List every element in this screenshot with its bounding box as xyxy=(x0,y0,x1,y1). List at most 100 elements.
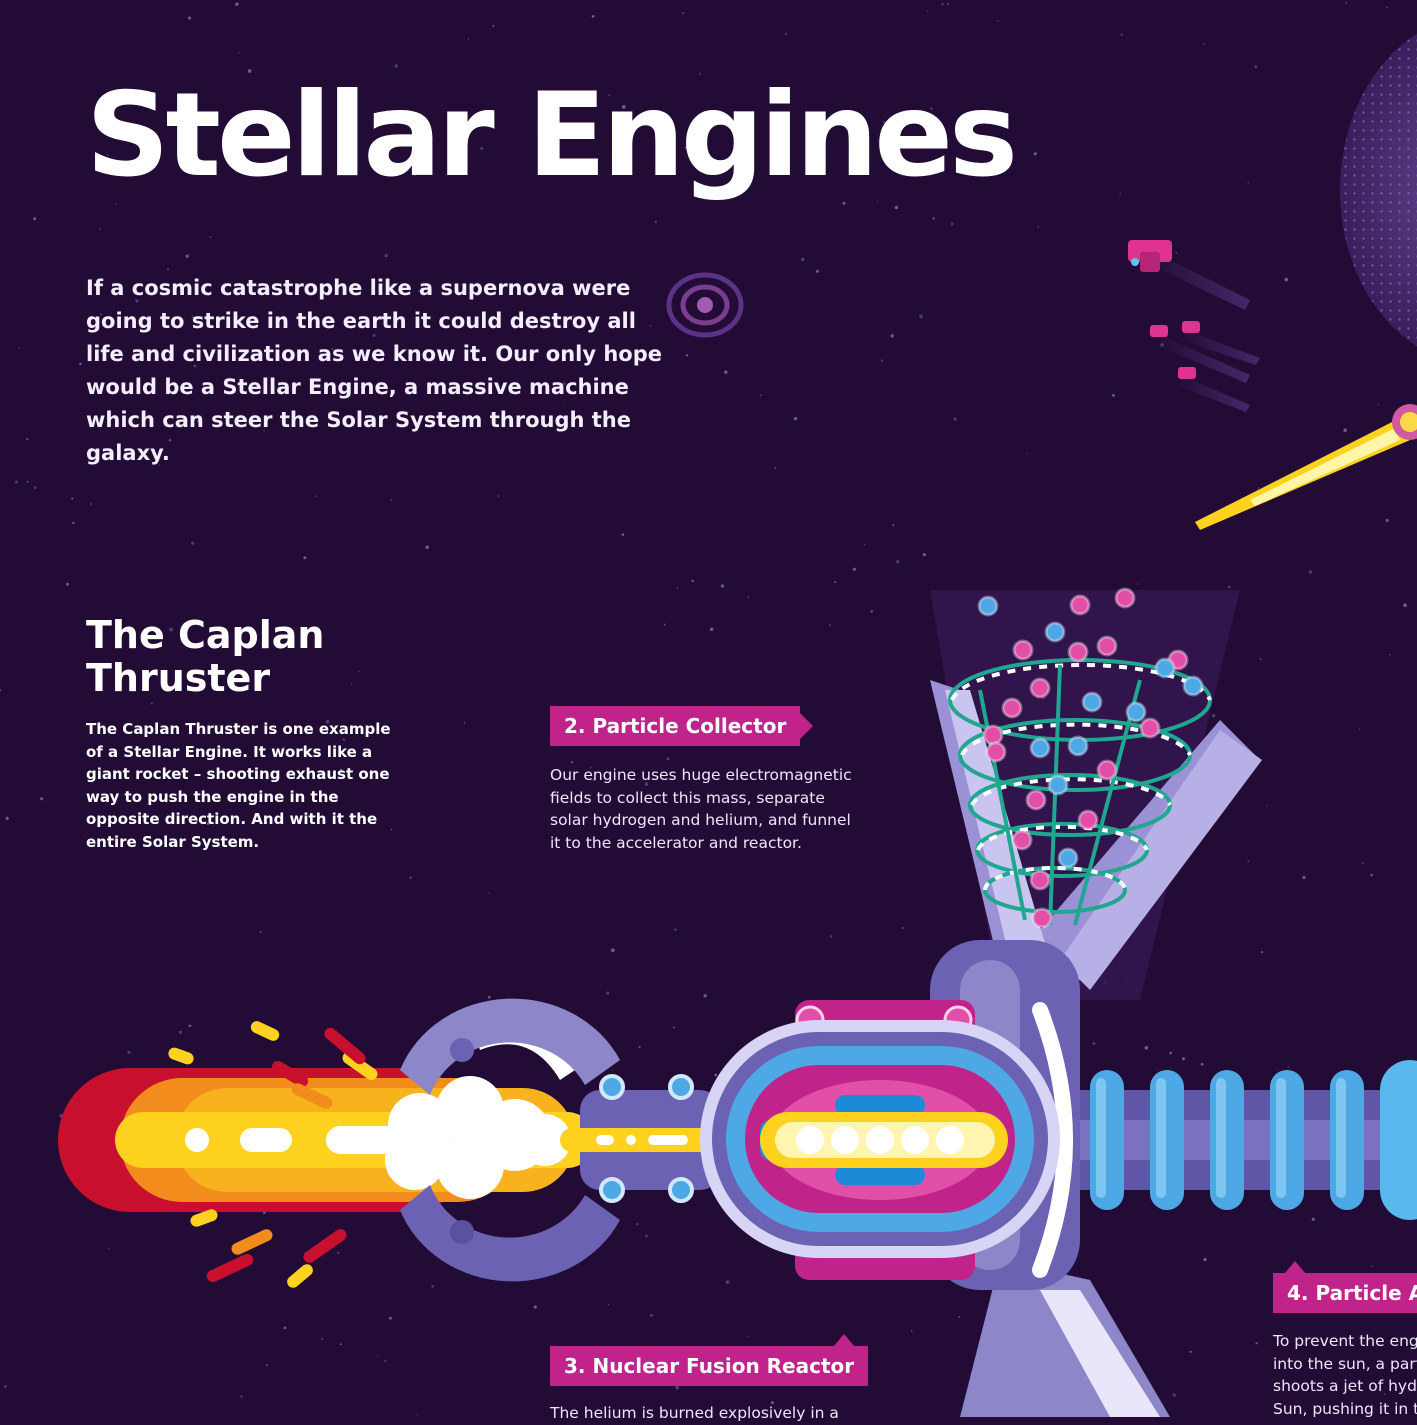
star xyxy=(922,553,926,557)
star xyxy=(947,3,950,5)
star xyxy=(1092,1042,1096,1045)
star xyxy=(1136,583,1139,585)
star xyxy=(636,1223,639,1226)
star xyxy=(533,1305,537,1309)
accelerator-text-line: shoots a jet of hyd xyxy=(1273,1377,1417,1395)
star xyxy=(265,1364,268,1367)
star xyxy=(1383,1392,1386,1395)
star xyxy=(240,1395,243,1398)
star xyxy=(926,10,928,12)
star xyxy=(1182,1057,1185,1061)
star xyxy=(115,203,117,205)
star xyxy=(621,105,626,109)
star xyxy=(815,269,819,273)
star xyxy=(657,354,661,358)
star xyxy=(724,370,728,374)
star xyxy=(627,777,629,780)
star xyxy=(852,567,856,571)
star xyxy=(14,480,19,484)
particle-icon xyxy=(1029,677,1051,699)
star xyxy=(877,201,879,203)
star xyxy=(880,359,884,362)
particle-icon xyxy=(1114,587,1136,609)
particle-icon xyxy=(1011,829,1033,851)
star xyxy=(315,495,318,498)
star xyxy=(1257,487,1260,490)
exhaust-flame xyxy=(58,1021,595,1288)
star xyxy=(303,556,307,560)
particle-icon xyxy=(1139,717,1161,739)
fusion-reactor-tag: 3. Nuclear Fusion Reactor xyxy=(550,1334,869,1386)
star xyxy=(770,1401,774,1405)
star xyxy=(953,417,957,421)
spaceship-icon xyxy=(1150,321,1260,412)
star xyxy=(1358,728,1361,730)
star xyxy=(621,533,625,536)
star xyxy=(1247,182,1249,184)
star xyxy=(492,24,495,27)
star xyxy=(703,994,707,998)
star xyxy=(654,220,657,224)
star xyxy=(108,1247,111,1250)
star xyxy=(1037,226,1040,228)
accelerator-text-line: To prevent the eng xyxy=(1273,1332,1417,1350)
star xyxy=(169,627,173,632)
section-heading-line2: Thruster xyxy=(86,656,271,700)
star xyxy=(950,222,954,226)
star xyxy=(1228,585,1231,589)
star xyxy=(1203,1257,1207,1262)
star xyxy=(932,216,936,220)
star xyxy=(1247,860,1250,862)
star xyxy=(1385,518,1389,522)
star xyxy=(206,822,210,825)
star xyxy=(18,346,20,349)
star xyxy=(339,768,343,772)
particle-icon xyxy=(977,595,999,617)
star xyxy=(901,927,904,929)
star xyxy=(238,52,240,54)
star xyxy=(33,486,37,489)
star xyxy=(608,94,610,96)
star xyxy=(418,290,420,292)
star xyxy=(197,419,201,423)
star xyxy=(263,430,265,432)
star xyxy=(1266,804,1268,807)
star xyxy=(191,316,194,319)
star xyxy=(682,12,685,15)
star xyxy=(709,627,714,631)
star xyxy=(209,236,212,239)
star xyxy=(645,1234,648,1238)
particle-icon xyxy=(1154,657,1176,679)
star xyxy=(3,1384,7,1388)
star xyxy=(488,892,490,895)
star xyxy=(0,689,2,692)
star xyxy=(150,702,153,705)
star xyxy=(467,38,470,40)
star xyxy=(685,146,688,149)
star xyxy=(1189,1350,1192,1353)
particle-icon xyxy=(1025,789,1047,811)
star xyxy=(409,876,412,880)
star xyxy=(1302,875,1306,880)
star xyxy=(589,766,592,769)
star xyxy=(1389,653,1391,656)
star xyxy=(1119,192,1122,195)
particle-collector-description: Our engine uses huge electromagnetic fie… xyxy=(550,766,852,852)
particle-icon xyxy=(982,724,1004,746)
dyson-sphere-icon xyxy=(1340,33,1417,347)
star xyxy=(644,782,649,786)
star xyxy=(1200,1062,1204,1066)
star xyxy=(166,268,170,271)
star xyxy=(747,596,750,599)
star xyxy=(185,254,189,258)
star xyxy=(591,15,595,18)
fusion-reactor-description: The helium is burned explosively in a xyxy=(550,1404,839,1422)
star xyxy=(350,683,353,685)
star xyxy=(673,1026,676,1029)
star xyxy=(390,828,393,831)
star xyxy=(358,671,361,673)
particle-icon xyxy=(1012,639,1034,661)
particle-icon xyxy=(1069,594,1091,616)
star xyxy=(699,72,701,75)
